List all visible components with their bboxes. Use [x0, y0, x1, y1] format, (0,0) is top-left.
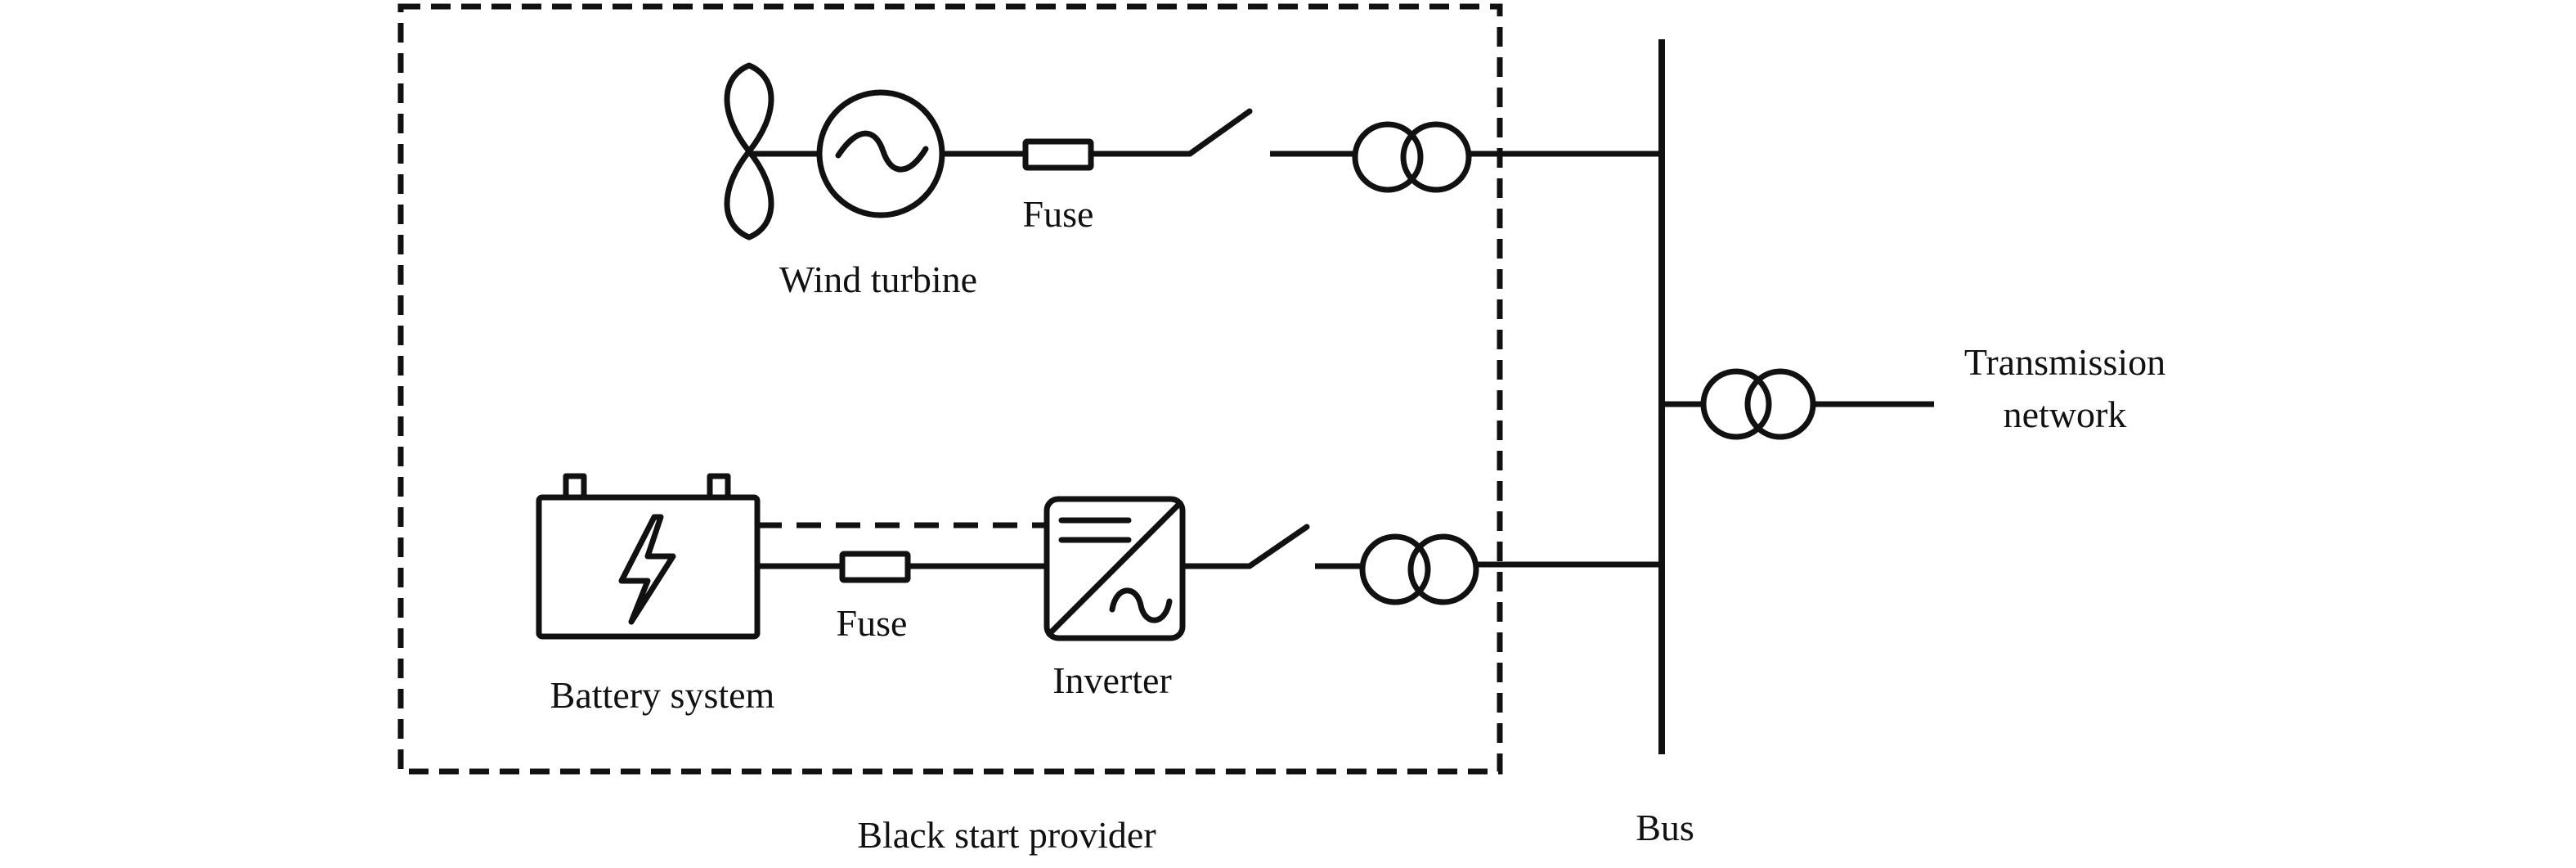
- inverter-label: Inverter: [1052, 659, 1172, 701]
- fuse-bottom-label: Fuse: [837, 602, 908, 644]
- transmission-network-label-line2: network: [2004, 394, 2127, 435]
- fuse-icon: [1022, 138, 1094, 171]
- wind-turbine-blades-icon: [724, 62, 774, 241]
- fuse-top-label: Fuse: [1023, 193, 1094, 235]
- battery-icon: [536, 473, 761, 640]
- fuse-icon: [839, 551, 911, 583]
- transformer-icon: [1359, 533, 1479, 605]
- inverter-icon: [1043, 496, 1186, 641]
- transformer-icon: [1352, 121, 1472, 193]
- open-switch-icon: [1187, 108, 1253, 157]
- open-switch-icon: [1246, 524, 1310, 569]
- transmission-network-label-line1: Transmission: [1964, 341, 2165, 383]
- black-start-provider-label: Black start provider: [857, 814, 1156, 856]
- wind-turbine-label: Wind turbine: [779, 259, 977, 300]
- black-start-provider-boundary: [397, 3, 1503, 775]
- bus-label: Bus: [1636, 807, 1694, 848]
- transformer-icon: [1700, 368, 1816, 440]
- ac-generator-icon: [816, 89, 945, 218]
- battery-system-label: Battery system: [550, 674, 775, 716]
